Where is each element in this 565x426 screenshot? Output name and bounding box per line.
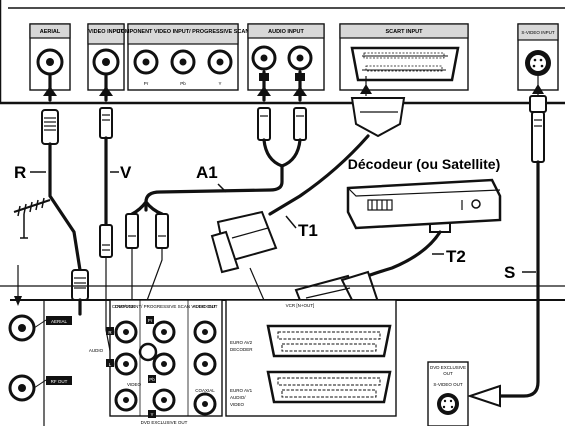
audio-cable-a1 [122,70,307,360]
device-euro-av1-line2: AUDIO/ [230,395,246,400]
tv-comp-pr-label: Pr [144,81,149,86]
device-rf-out-jack: RF OUT [8,374,72,402]
euro-av1-scart-socket [266,370,392,404]
label-a1: A1 [196,163,218,182]
tv-audio-input-label: AUDIO INPUT [268,29,304,35]
device-dvd-exclusive-label: DVD EXCLUSIVE OUT [141,420,188,425]
tv-video-input-jack: VIDEO INPUT [87,23,125,91]
svideo-cable-s [466,76,547,408]
device-coaxial-label: COAXIAL [195,388,215,393]
device-pb-label: Pb [149,377,155,382]
device-rear-panel: AERIAL RF OUT DVD/VCR COMPONENT/ PROGRES… [0,285,565,426]
device-euro-av1-line1: EURO AV1 [230,388,253,393]
decoder-box: Décodeur (ou Satellite) [346,156,502,230]
device-dvd-exclusive-box-line2: OUT [443,371,453,376]
tv-comp-y-label: Y [218,81,221,86]
device-audio-out-label: AUDIO OUT [192,304,217,309]
aerial-arrow-up [43,86,57,96]
device-euro-av2-line1: EURO AV2 [230,340,253,345]
euro-av2-scart-socket [266,324,392,358]
device-vcr-in-out-label: VCR [N+OUT] [286,303,315,308]
device-aerial-label: AERIAL [51,319,68,324]
device-euro-av2-line2: DECODER [230,347,253,352]
device-dvd-exclusive-box-line1: DVD EXCLUSIVE [430,365,466,370]
tv-video-input-label: VIDEO INPUT [88,29,124,35]
device-y-label: Y [150,412,153,417]
device-video-word: VIDEO [127,382,142,387]
device-svideo-out-label: S-VIDEO OUT [433,382,463,387]
tv-rear-panel: AERIAL VIDEO INPUT COMPONENT VIDEO INPUT… [0,0,565,105]
device-audio-word: AUDIO [89,348,104,353]
tv-audio-input: AUDIO INPUT L R [247,23,325,91]
tv-component-input: COMPONENT VIDEO INPUT/ PROGRESSIVE SCAN … [117,23,250,91]
tv-component-label: COMPONENT VIDEO INPUT/ PROGRESSIVE SCAN [117,29,250,35]
label-s: S [504,263,515,282]
scart-cable-t1 [210,76,406,368]
device-rf-out-label: RF OUT [51,379,68,384]
antenna-icon [13,197,51,306]
device-pr-label: Pr [148,318,153,323]
device-euro-av-block: VCR [N+OUT] EURO AV2 DECODER EURO AV1 AU… [225,299,397,417]
aerial-cable-r [41,72,89,316]
label-t2: T2 [446,247,466,266]
device-euro-av1-line3: VIDEO [230,402,245,407]
cable-labels: R V A1 T1 T2 S [14,163,536,282]
device-r-label: R [108,330,112,335]
device-l-label: L [109,362,112,367]
label-v: V [120,163,132,182]
device-svideo-out: DVD EXCLUSIVE OUT S-VIDEO OUT [427,361,469,426]
device-aerial-jack: AERIAL [8,314,72,342]
device-component-label: COMPONENT/ PROGRESSIVE SCAN VIDEO OUT [112,304,217,309]
decoder-label: Décodeur (ou Satellite) [348,156,500,172]
tv-comp-pb-label: Pb [180,81,186,86]
tv-aerial-label: AERIAL [40,29,61,35]
tv-scart-input: SCART INPUT [339,23,469,91]
tv-scart-label: SCART INPUT [386,29,424,35]
label-t1: T1 [298,221,318,240]
device-av-jacks: DVD/VCR COMPONENT/ PROGRESSIVE SCAN VIDE… [89,299,223,425]
tv-svideo-label: S-VIDEO INPUT [521,30,555,35]
device-dvd-vcr-label: DVD/VCR [115,304,136,309]
label-r: R [14,163,26,182]
